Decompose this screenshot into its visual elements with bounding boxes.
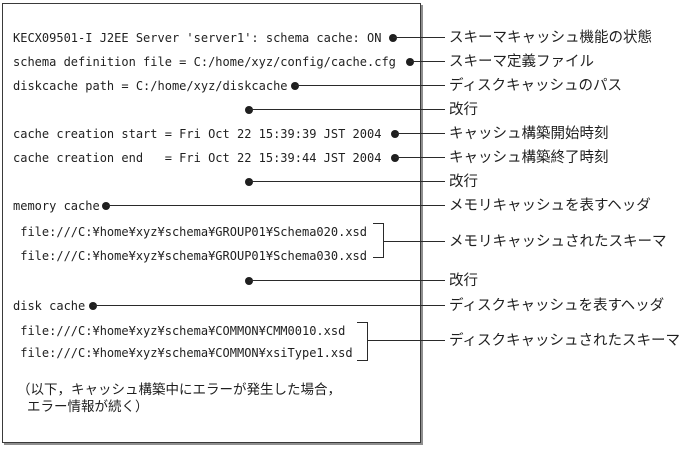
console-line: diskcache path = C:/home/xyz/diskcache	[13, 79, 288, 93]
console-line: file:///C:¥home¥xyz¥schema¥GROUP01¥Schem…	[13, 225, 368, 239]
disk-schema-bracket	[367, 322, 369, 361]
leader-line	[383, 241, 445, 243]
annotation-label: ディスクキャッシュを表すヘッダ	[449, 298, 665, 314]
annotation-label: メモリキャッシュを表すヘッダ	[449, 198, 651, 214]
leader-line	[249, 109, 445, 111]
console-line: KECX09501-I J2EE Server 'server1': schem…	[13, 31, 382, 45]
leader-line	[106, 205, 445, 207]
annotation-label: ディスクキャッシュされたスキーマ	[449, 333, 680, 349]
console-line: cache creation start = Fri Oct 22 15:39:…	[13, 127, 382, 141]
leader-line	[249, 181, 445, 183]
disk-schema-bracket-tick	[357, 322, 368, 324]
annotation-label: 改行	[449, 102, 478, 118]
annotation-label: スキーマ定義ファイル	[449, 54, 594, 70]
leader-line	[93, 305, 445, 307]
disk-schema-bracket-tick	[357, 360, 368, 362]
memory-schema-bracket	[383, 223, 385, 258]
leader-line	[249, 280, 445, 282]
console-line: disk cache	[13, 299, 86, 313]
memory-schema-bracket-tick	[373, 223, 384, 225]
console-output-box	[2, 3, 421, 443]
console-line: cache creation end = Fri Oct 22 15:39:44…	[13, 151, 382, 165]
annotation-label: キャッシュ構築終了時刻	[449, 150, 609, 166]
annotation-label: キャッシュ構築開始時刻	[449, 126, 609, 142]
error-note-line: エラー情報が続く）	[27, 399, 149, 415]
leader-line	[395, 157, 445, 159]
memory-schema-bracket-tick	[373, 257, 384, 259]
annotation-label: 改行	[449, 174, 478, 190]
annotation-label: スキーマキャッシュ機能の状態	[449, 30, 652, 46]
annotation-label: 改行	[449, 273, 478, 289]
console-line: file:///C:¥home¥xyz¥schema¥COMMON¥xsiTyp…	[13, 346, 353, 360]
leader-line	[393, 37, 445, 39]
error-note-line: （以下，キャッシュ構築中にエラーが発生した場合，	[17, 382, 341, 398]
console-line: memory cache	[13, 199, 100, 213]
leader-line	[395, 133, 445, 135]
annotation-label: ディスクキャッシュのパス	[449, 78, 622, 94]
leader-line	[295, 85, 445, 87]
console-line: file:///C:¥home¥xyz¥schema¥COMMON¥CMM001…	[13, 324, 346, 338]
leader-line	[410, 61, 445, 63]
leader-line	[367, 340, 445, 342]
annotation-label: メモリキャッシュされたスキーマ	[449, 234, 667, 250]
console-line: schema definition file = C:/home/xyz/con…	[13, 55, 396, 69]
console-line: file:///C:¥home¥xyz¥schema¥GROUP01¥Schem…	[13, 249, 368, 263]
